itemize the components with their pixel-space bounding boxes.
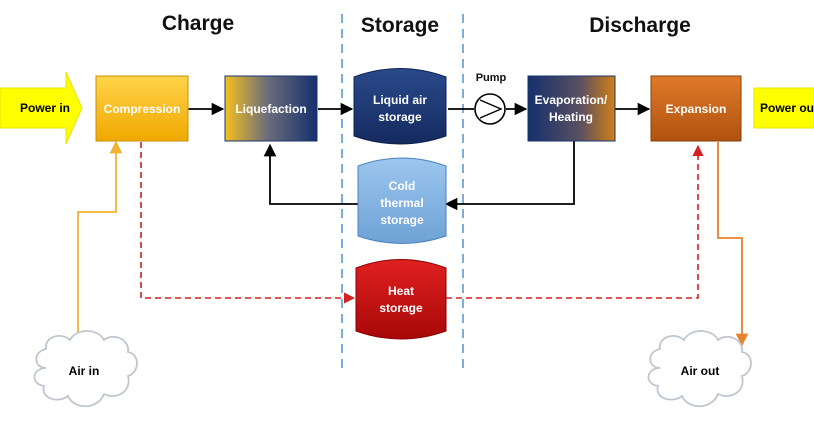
pump-icon xyxy=(474,93,506,125)
cold-thermal-label-line3: storage xyxy=(380,213,424,227)
liquid-air-storage-tank: Liquid air storage xyxy=(353,68,447,145)
evaporation-heating-box: Evaporation/ Heating xyxy=(527,75,616,142)
power-out-label: Power out xyxy=(760,101,814,115)
pump-label: Pump xyxy=(476,72,507,84)
cold-thermal-label-line1: Cold xyxy=(389,179,416,193)
air-in-cloud-icon: Air in xyxy=(33,330,138,408)
expansion-label: Expansion xyxy=(666,102,727,116)
liquefaction-box: Liquefaction xyxy=(224,75,318,142)
liquefaction-label: Liquefaction xyxy=(235,102,306,116)
air-out-label: Air out xyxy=(681,364,720,378)
cold-thermal-storage-tank: Cold thermal storage xyxy=(357,157,447,244)
power-in-label: Power in xyxy=(20,101,70,115)
section-title-discharge: Discharge xyxy=(589,14,691,37)
heat-to-storage-flow xyxy=(140,142,356,304)
heat-storage-label-line2: storage xyxy=(379,301,423,315)
heat-storage-label-line1: Heat xyxy=(388,284,414,298)
compression-box: Compression xyxy=(95,75,189,142)
heat-from-storage-flow xyxy=(446,144,704,299)
arrow-cold-storage-to-liquefaction xyxy=(263,143,358,205)
liquid-air-label-line1: Liquid air xyxy=(373,93,427,107)
air-out-cloud-icon: Air out xyxy=(647,330,752,408)
section-title-charge: Charge xyxy=(162,12,234,35)
power-in-arrow: Power in xyxy=(0,71,83,145)
arrow-evaporation-to-cold-storage xyxy=(444,140,575,211)
compression-label: Compression xyxy=(104,102,181,116)
air-in-label: Air in xyxy=(69,364,100,378)
power-out-arrow: Power out xyxy=(753,87,814,129)
section-title-storage: Storage xyxy=(361,14,439,37)
liquid-air-label-line2: storage xyxy=(378,110,422,124)
expansion-box: Expansion xyxy=(650,75,742,142)
air-out-flow xyxy=(717,142,749,347)
heat-storage-tank: Heat storage xyxy=(355,259,447,340)
heating-label: Heating xyxy=(549,110,593,124)
evaporation-label: Evaporation/ xyxy=(535,93,608,107)
air-in-flow xyxy=(77,140,123,352)
cold-thermal-label-line2: thermal xyxy=(380,196,423,210)
